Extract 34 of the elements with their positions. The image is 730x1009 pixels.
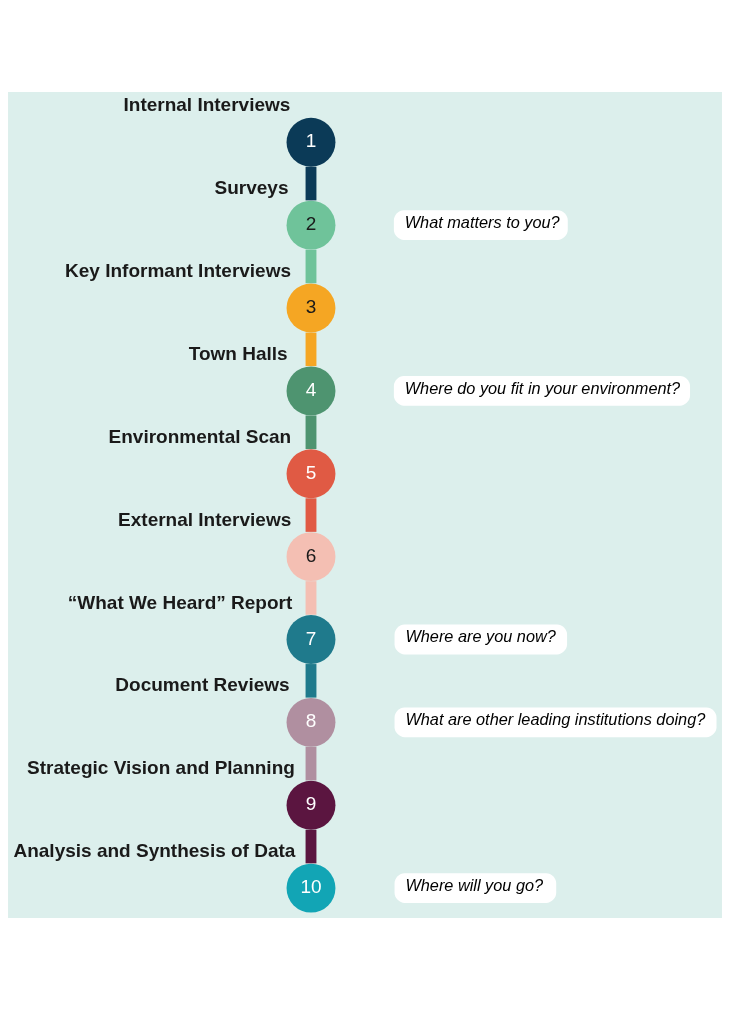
connector — [305, 663, 317, 698]
connector — [305, 497, 317, 532]
node-label: Document Reviews — [115, 673, 290, 695]
node-label: Internal Interviews — [123, 93, 291, 115]
connector — [305, 414, 317, 449]
node-circle: 3 — [286, 283, 336, 332]
node-circle: 9 — [286, 780, 336, 830]
label: Where are you now? — [405, 626, 556, 645]
connector — [305, 746, 317, 780]
node-label: Environmental Scan — [108, 425, 292, 447]
node-label: Town Halls — [188, 342, 288, 364]
node-circle: 7 — [286, 614, 336, 664]
connector — [305, 580, 317, 615]
node-circle: 5 — [286, 448, 336, 498]
connector — [305, 249, 317, 283]
node-label: Surveys — [214, 176, 289, 198]
label: What matters to you? — [404, 212, 560, 231]
node-label: Analysis and Synthesis of Data — [13, 839, 296, 861]
connector — [305, 166, 317, 200]
node-label: External Interviews — [118, 508, 292, 530]
node-circle: 8 — [286, 697, 336, 747]
node-label: Key Informant Interviews — [65, 259, 292, 281]
connector — [305, 829, 317, 863]
node-label: Strategic Vision and Planning — [27, 756, 295, 778]
connector — [305, 332, 317, 366]
label: Where do you fit in your environment? — [404, 378, 681, 397]
label: What are other leading institutions doing? — [405, 709, 706, 728]
node-label: “What We Heard” Report — [67, 591, 293, 613]
label: Where will you go? — [405, 875, 544, 894]
node-circle: 1 — [286, 117, 336, 167]
node-circle: 10 — [286, 863, 336, 913]
node-circle: 2 — [286, 200, 336, 250]
node-circle: 6 — [286, 531, 336, 581]
node-circle: 4 — [286, 365, 336, 415]
